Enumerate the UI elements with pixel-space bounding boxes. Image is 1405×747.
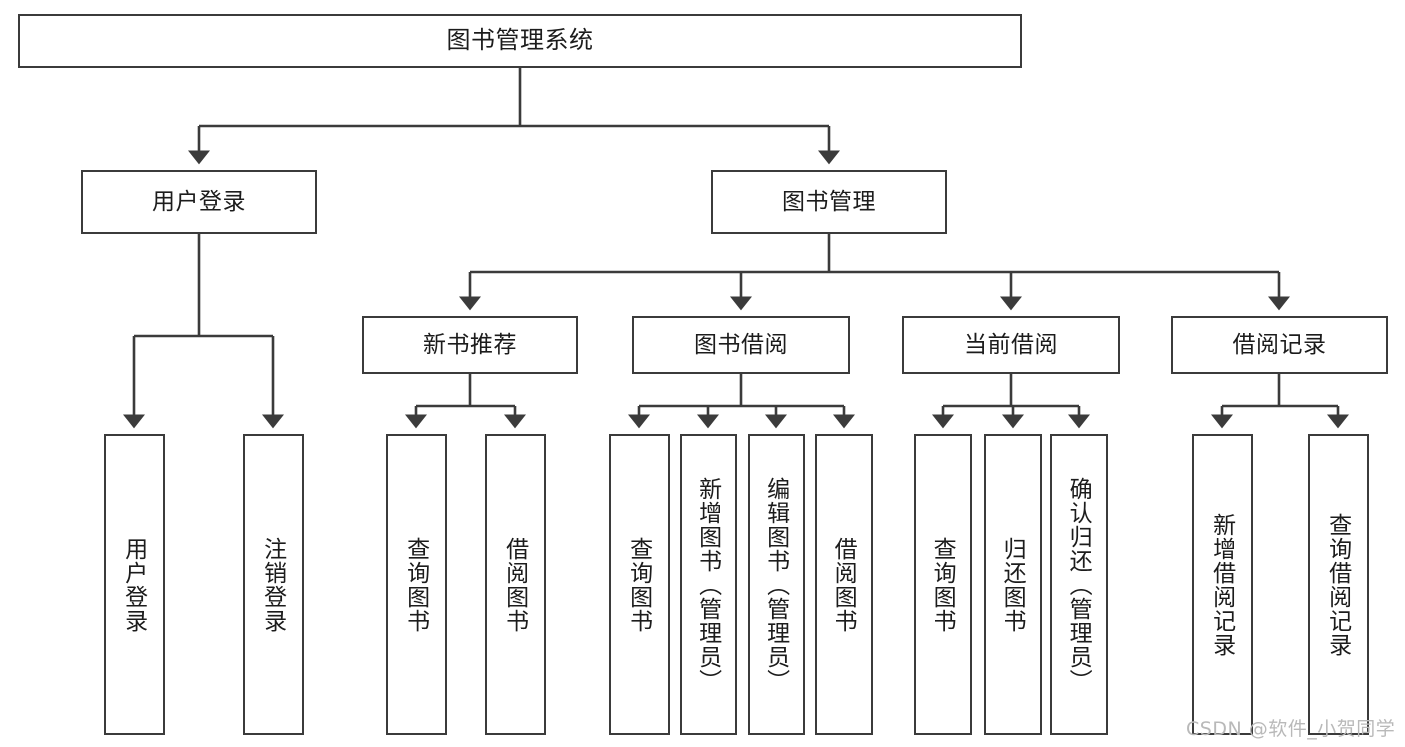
leaf-query-book-borrow[interactable]: 查询图书: [609, 434, 670, 735]
node-user-login[interactable]: 用户登录: [81, 170, 317, 234]
leaf-edit-book-admin[interactable]: 编辑图书（管理员）: [748, 434, 805, 735]
node-label: 新书推荐: [423, 331, 517, 358]
leaf-confirm-return-admin[interactable]: 确认归还（管理员）: [1050, 434, 1108, 735]
node-label: 查询图书: [403, 536, 430, 633]
node-book-borrow[interactable]: 图书借阅: [632, 316, 850, 374]
node-new-book-recommend[interactable]: 新书推荐: [362, 316, 578, 374]
node-label: 编辑图书（管理员）: [763, 476, 790, 693]
node-label: 查询图书: [930, 536, 957, 633]
csdn-watermark: CSDN @软件_小贺同学: [1186, 718, 1396, 740]
node-label: 图书管理系统: [446, 26, 594, 54]
leaf-query-borrow-record[interactable]: 查询借阅记录: [1308, 434, 1369, 735]
node-label: 归还图书: [1000, 536, 1027, 633]
node-label: 借阅图书: [502, 536, 529, 633]
node-label: 查询借阅记录: [1325, 512, 1352, 657]
node-label: 借阅记录: [1232, 331, 1327, 358]
node-label: 借阅图书: [831, 536, 858, 633]
leaf-add-borrow-record[interactable]: 新增借阅记录: [1192, 434, 1253, 735]
node-label: 查询图书: [626, 536, 653, 633]
node-current-borrow[interactable]: 当前借阅: [902, 316, 1120, 374]
node-book-management[interactable]: 图书管理: [711, 170, 947, 234]
leaf-return-book[interactable]: 归还图书: [984, 434, 1042, 735]
node-label: 图书借阅: [694, 331, 788, 358]
leaf-query-book-current[interactable]: 查询图书: [914, 434, 972, 735]
leaf-borrow-book-new[interactable]: 借阅图书: [485, 434, 546, 735]
leaf-lend-book[interactable]: 借阅图书: [815, 434, 873, 735]
leaf-query-book-new[interactable]: 查询图书: [386, 434, 447, 735]
node-label: 图书管理: [782, 188, 876, 215]
node-label: 确认归还（管理员）: [1066, 476, 1093, 693]
leaf-user-login[interactable]: 用户登录: [104, 434, 165, 735]
leaf-user-logout[interactable]: 注销登录: [243, 434, 304, 735]
node-label: 新增图书（管理员）: [695, 476, 722, 693]
node-label: 新增借阅记录: [1209, 512, 1236, 657]
node-label: 当前借阅: [964, 331, 1058, 358]
node-borrow-records[interactable]: 借阅记录: [1171, 316, 1388, 374]
node-root[interactable]: 图书管理系统: [18, 14, 1022, 68]
node-label: 用户登录: [152, 188, 246, 215]
node-label: 用户登录: [121, 536, 148, 633]
node-label: 注销登录: [260, 536, 287, 633]
leaf-add-book-admin[interactable]: 新增图书（管理员）: [680, 434, 737, 735]
